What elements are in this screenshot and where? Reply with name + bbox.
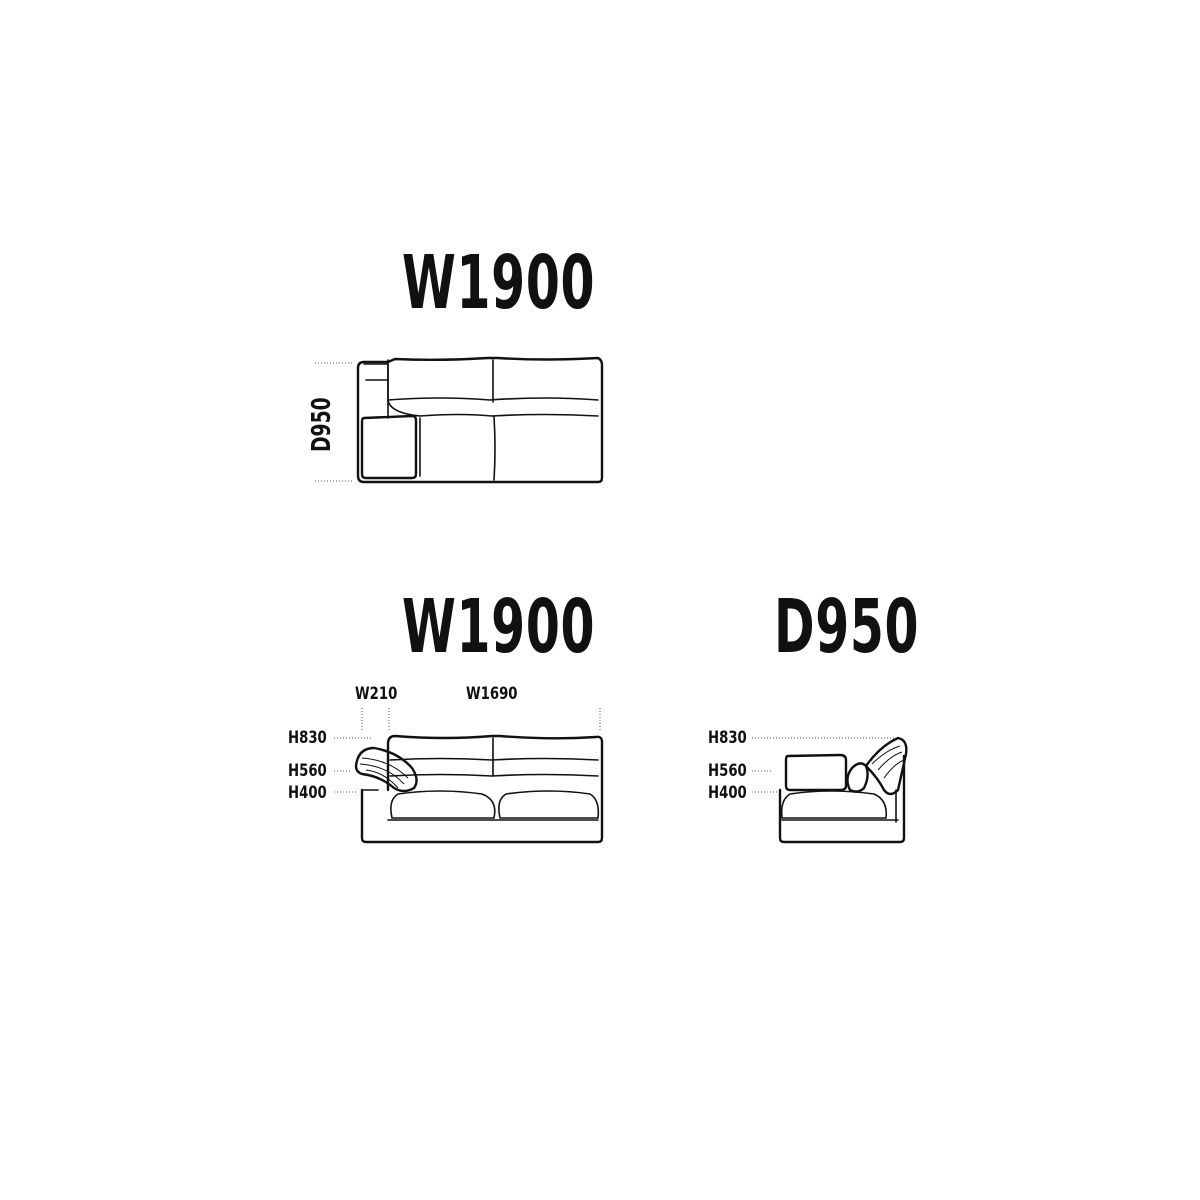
plan-width-label: W1900 <box>402 240 596 326</box>
front-height-back-label: H830 <box>288 728 327 748</box>
side-depth-label: D950 <box>774 584 920 670</box>
arm-width-label: W210 <box>355 684 398 704</box>
front-width-label: W1900 <box>402 584 596 670</box>
front-height-arm-label: H560 <box>288 761 327 781</box>
seat-width-label: W1690 <box>466 684 518 704</box>
side-height-back-label: H830 <box>708 728 747 748</box>
side-height-seat-label: H400 <box>708 783 747 803</box>
side-view-sofa <box>752 736 908 844</box>
front-view-sofa <box>334 708 604 844</box>
plan-view-sofa <box>315 356 604 484</box>
front-height-seat-label: H400 <box>288 783 327 803</box>
side-height-arm-label: H560 <box>708 761 747 781</box>
